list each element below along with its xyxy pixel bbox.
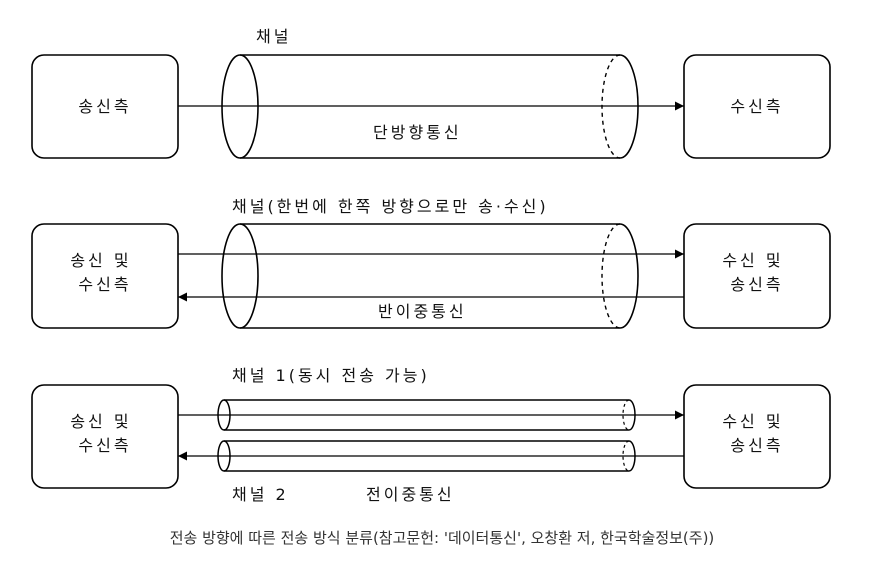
tube-back-end-hidden [622, 399, 630, 431]
cylinder-back-end-hidden [601, 223, 621, 329]
tube-body [224, 440, 629, 472]
transmission-diagram: 송신측 수신측 채널 단방향통신 송신 및 수신측 수신 및 송신측 [31, 27, 831, 504]
full-duplex-receiver-box [683, 384, 831, 489]
cylinder-back-end-front [619, 223, 639, 329]
simplex-receiver-line: 수신측 [730, 97, 783, 116]
tube-back-end-hidden [622, 440, 630, 472]
half-duplex-receiver-line-1: 수신 및 [722, 251, 783, 270]
simplex-channel-label: 채널 [256, 27, 291, 46]
half-duplex-receiver-box [683, 223, 831, 329]
tube-body [224, 399, 629, 431]
half-duplex-sender-box [31, 223, 179, 329]
full-duplex-sender-line-2: 수신측 [78, 436, 131, 455]
full-duplex-channel-1-label: 채널 1(동시 전송 가능) [232, 366, 430, 385]
cylinder-front-end [221, 223, 259, 329]
half-duplex-mode-label: 반이중통신 [378, 302, 467, 321]
simplex-receiver-text: 수신측 [730, 97, 783, 116]
simplex-mode-label: 단방향통신 [373, 123, 462, 142]
half-duplex-sender-line-2: 수신측 [78, 275, 131, 294]
half-duplex-sender-line-1: 송신 및 [70, 251, 131, 270]
cylinder-body [240, 54, 620, 159]
simplex-sender-line: 송신측 [78, 97, 131, 116]
full-duplex-receiver-text: 수신 및 송신측 [722, 412, 791, 455]
half-duplex-channel-cylinder [221, 223, 639, 329]
half-duplex-receiver-text: 수신 및 송신측 [722, 251, 791, 294]
full-duplex-mode-label: 전이중통신 [366, 485, 455, 504]
full-duplex-sender-line-1: 송신 및 [70, 412, 131, 431]
full-duplex-sender-box [31, 384, 179, 489]
cylinder-body [240, 223, 620, 329]
simplex-sender-text: 송신측 [78, 97, 131, 116]
figure-caption: 전송 방향에 따른 전송 방식 분류(참고문헌: '데이터통신', 오창환 저,… [169, 529, 715, 547]
full-duplex-sender-text: 송신 및 수신측 [70, 412, 139, 455]
full-duplex-section: 송신 및 수신측 수신 및 송신측 채널 1(동시 전송 가능) 채널 2 전이… [31, 366, 831, 504]
full-duplex-receiver-line-2: 송신측 [730, 436, 783, 455]
simplex-section: 송신측 수신측 채널 단방향통신 [31, 27, 831, 159]
half-duplex-channel-label: 채널(한번에 한쪽 방향으로만 송·수신) [232, 197, 549, 216]
half-duplex-receiver-line-2: 송신측 [730, 275, 783, 294]
full-duplex-channel-2-label: 채널 2 [232, 485, 289, 504]
half-duplex-section: 송신 및 수신측 수신 및 송신측 채널(한번에 한쪽 방향으로만 송·수신) … [31, 197, 831, 329]
half-duplex-sender-text: 송신 및 수신측 [70, 251, 139, 294]
full-duplex-receiver-line-1: 수신 및 [722, 412, 783, 431]
